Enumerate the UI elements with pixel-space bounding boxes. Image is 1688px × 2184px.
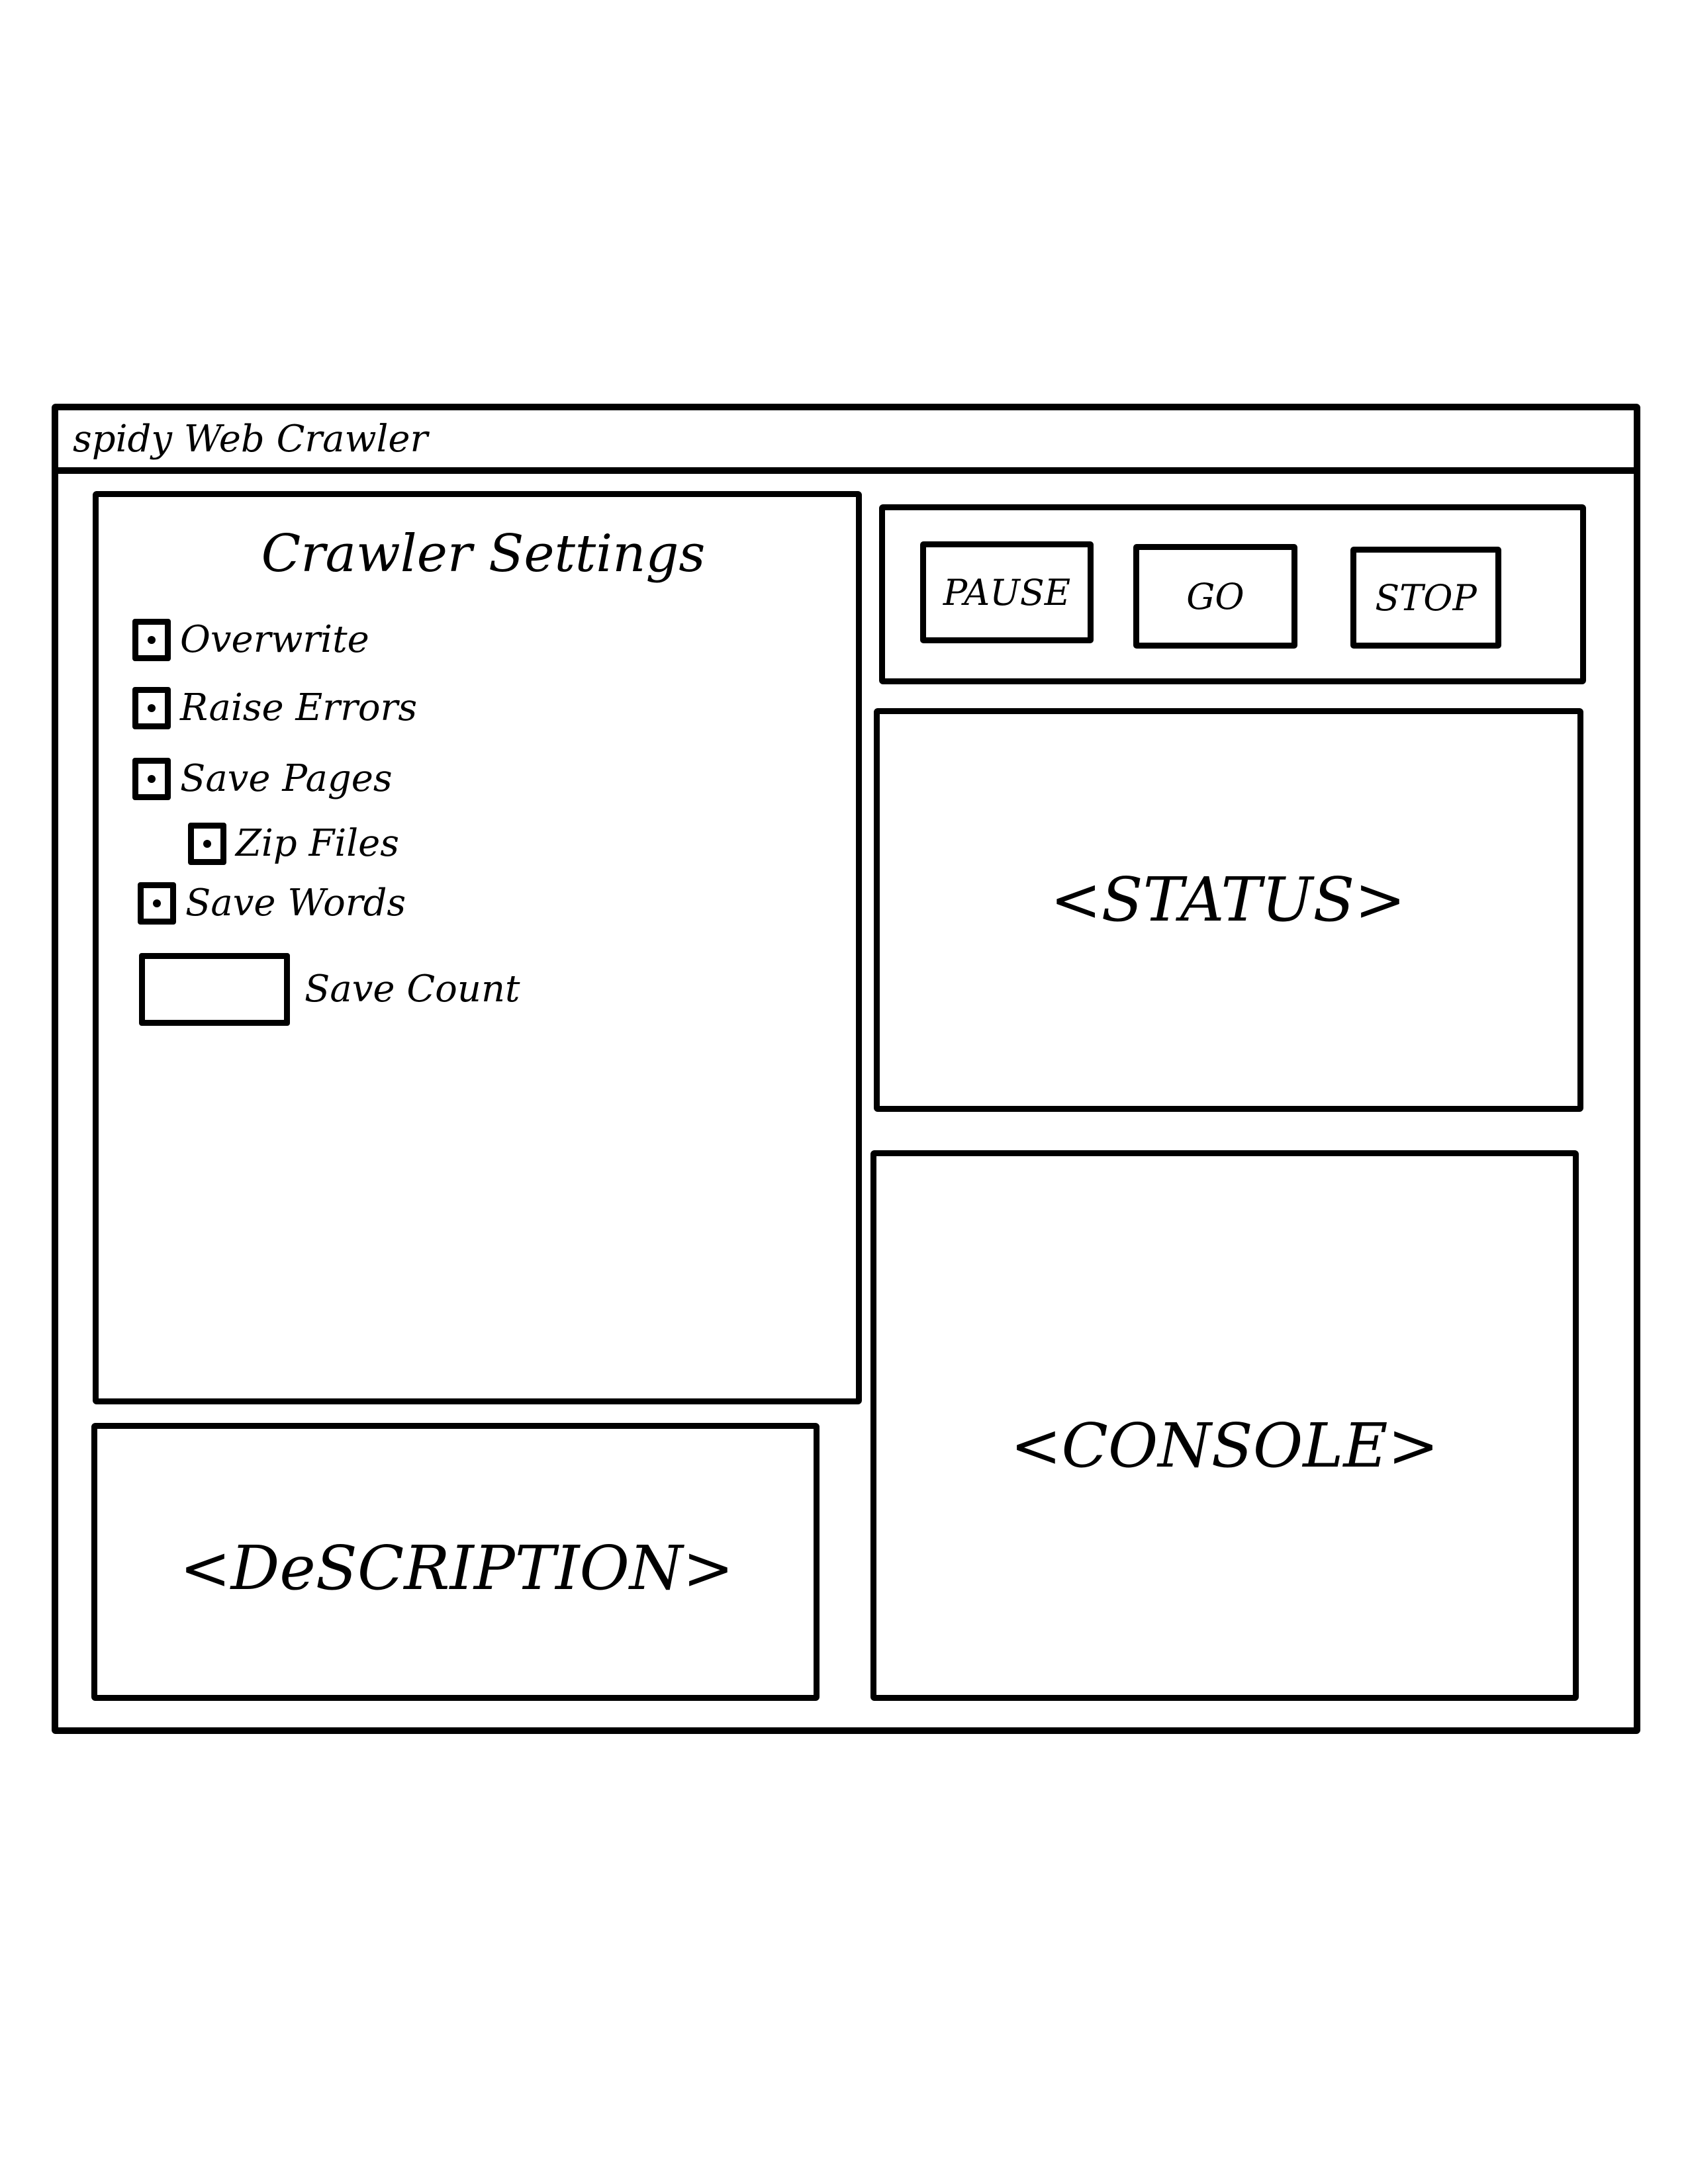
status-panel: [874, 708, 1583, 1112]
save-count-label: Save Count: [305, 968, 520, 1011]
checkbox-mark-icon: [148, 775, 156, 783]
save-pages-label: Save Pages: [180, 757, 393, 800]
pause-button[interactable]: PAUSE: [920, 541, 1094, 643]
save-pages-option[interactable]: Save Pages: [132, 756, 393, 802]
zip-files-option[interactable]: Zip Files: [188, 821, 399, 867]
title-bar: [57, 405, 1636, 474]
console-text: <CONSOLE>: [1010, 1410, 1439, 1481]
console-panel: [870, 1150, 1579, 1701]
raise-errors-label: Raise Errors: [180, 686, 418, 729]
checkbox-mark-icon: [148, 636, 156, 644]
stop-button[interactable]: STOP: [1350, 547, 1501, 649]
status-text: <STATUS>: [1050, 864, 1406, 935]
checkbox-mark-icon: [148, 704, 156, 712]
crawler-settings-panel: [93, 491, 862, 1404]
save-words-label: Save Words: [185, 882, 406, 925]
raise-errors-option[interactable]: Raise Errors: [132, 685, 417, 731]
zip-files-checkbox[interactable]: [188, 823, 226, 865]
raise-errors-checkbox[interactable]: [132, 687, 171, 729]
description-text: <DeSCRIPTION>: [179, 1533, 734, 1604]
save-words-checkbox[interactable]: [138, 882, 176, 925]
overwrite-option[interactable]: Overwrite: [132, 617, 369, 663]
go-button[interactable]: GO: [1133, 544, 1297, 649]
overwrite-checkbox[interactable]: [132, 619, 171, 661]
settings-title: Crawler Settings: [261, 524, 706, 584]
checkbox-mark-icon: [153, 899, 161, 907]
checkbox-mark-icon: [203, 840, 211, 848]
zip-files-label: Zip Files: [236, 822, 400, 865]
window-title: spidy Web Crawler: [73, 418, 428, 461]
save-pages-checkbox[interactable]: [132, 758, 171, 800]
overwrite-label: Overwrite: [180, 618, 369, 661]
description-panel: [91, 1423, 820, 1701]
save-words-option[interactable]: Save Words: [138, 880, 406, 927]
save-count-input[interactable]: [139, 953, 290, 1026]
save-count-row: Save Count: [139, 953, 520, 1026]
